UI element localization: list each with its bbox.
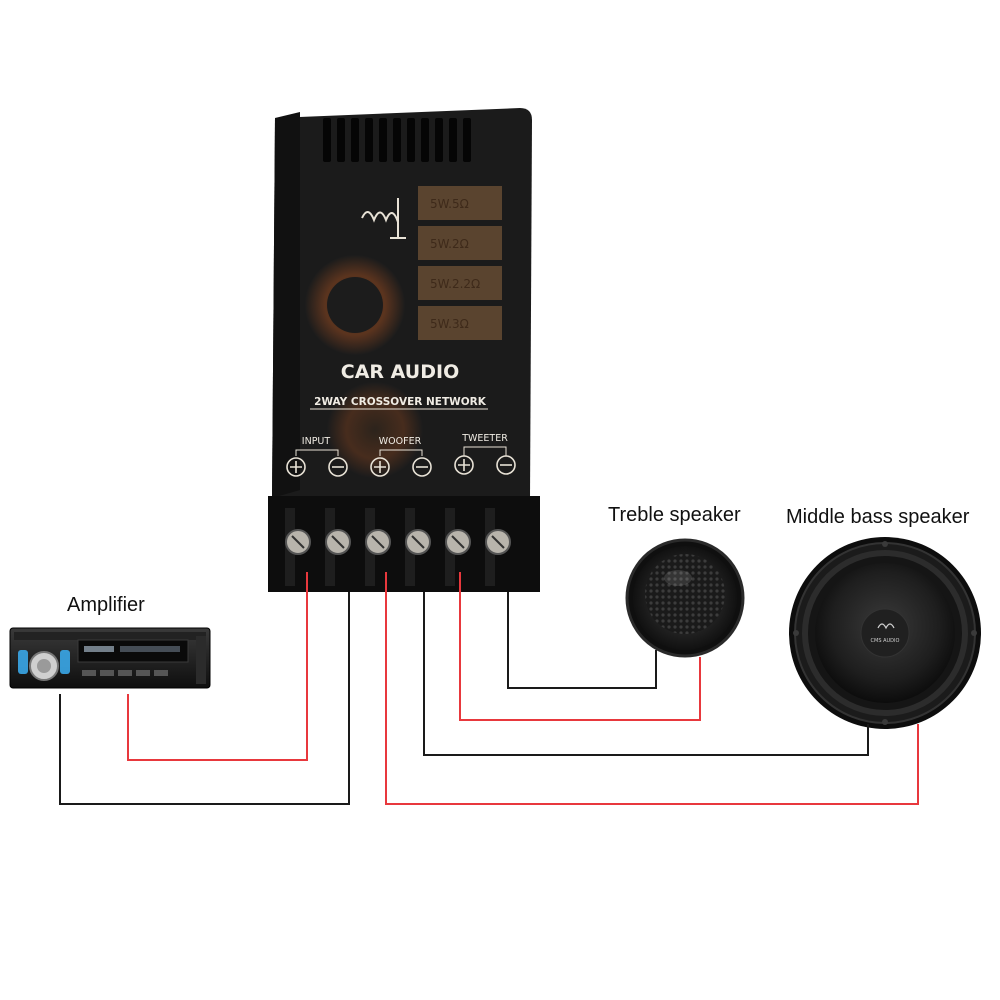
brand-logo xyxy=(877,623,895,630)
inductor-core xyxy=(327,277,383,333)
mounting-holes xyxy=(793,541,977,725)
middle-bass-speaker-label: Middle bass speaker xyxy=(786,506,970,528)
resistor xyxy=(418,186,502,220)
terminal-screws xyxy=(285,508,511,586)
plus-symbol xyxy=(454,455,474,475)
tweeter-label: TWEETER xyxy=(461,433,508,444)
resistor xyxy=(418,306,502,340)
wire-tweeter-negative xyxy=(507,592,657,689)
vent-grille xyxy=(323,118,471,162)
wire-amp-positive xyxy=(127,572,308,761)
minus-symbol xyxy=(328,457,348,477)
resistor-label: 5W.2.2Ω xyxy=(430,277,480,291)
crossover-title: CAR AUDIO xyxy=(341,361,459,383)
brand-logo xyxy=(361,198,406,239)
woofer-label: WOOFER xyxy=(379,436,422,447)
treble-speaker xyxy=(625,538,745,658)
polarity-symbols xyxy=(286,455,516,477)
resistor-bank: 5W.5Ω 5W.2Ω 5W.2.2Ω 5W.3Ω xyxy=(418,186,502,340)
crossover-subtitle: 2WAY CROSSOVER NETWORK xyxy=(314,396,487,408)
resistor xyxy=(418,226,502,260)
inductor-coil xyxy=(327,382,423,478)
amplifier-label: Amplifier xyxy=(67,594,145,616)
wire-woofer-positive xyxy=(385,572,919,805)
resistor-label: 5W.3Ω xyxy=(430,317,469,331)
treble-speaker-label: Treble speaker xyxy=(608,504,741,526)
amp-preset-buttons xyxy=(82,670,168,676)
section-brackets xyxy=(295,446,507,456)
wire-amp-negative xyxy=(59,592,350,805)
resistor-label: 5W.2Ω xyxy=(430,237,469,251)
tweeter-grille xyxy=(645,554,725,634)
resistor xyxy=(418,266,502,300)
dust-cap xyxy=(860,608,910,658)
plus-symbol xyxy=(286,457,306,477)
wiring xyxy=(59,572,919,805)
wire-woofer-negative xyxy=(423,592,869,756)
minus-symbol xyxy=(496,455,516,475)
speaker-brand: CMS AUDIO xyxy=(871,638,900,644)
wire-tweeter-positive xyxy=(459,572,701,721)
amplifier-head-unit xyxy=(9,627,211,689)
resistor-label: 5W.5Ω xyxy=(430,197,469,211)
minus-symbol xyxy=(412,457,432,477)
middle-bass-speaker: CMS AUDIO xyxy=(789,537,981,729)
plus-symbol xyxy=(370,457,390,477)
crossover-bevel xyxy=(272,112,300,498)
amp-buttons xyxy=(18,650,70,674)
input-label: INPUT xyxy=(302,436,331,447)
crossover-unit: 5W.5Ω 5W.2Ω 5W.2.2Ω 5W.3Ω CAR AUDIO 2WAY… xyxy=(268,108,540,592)
